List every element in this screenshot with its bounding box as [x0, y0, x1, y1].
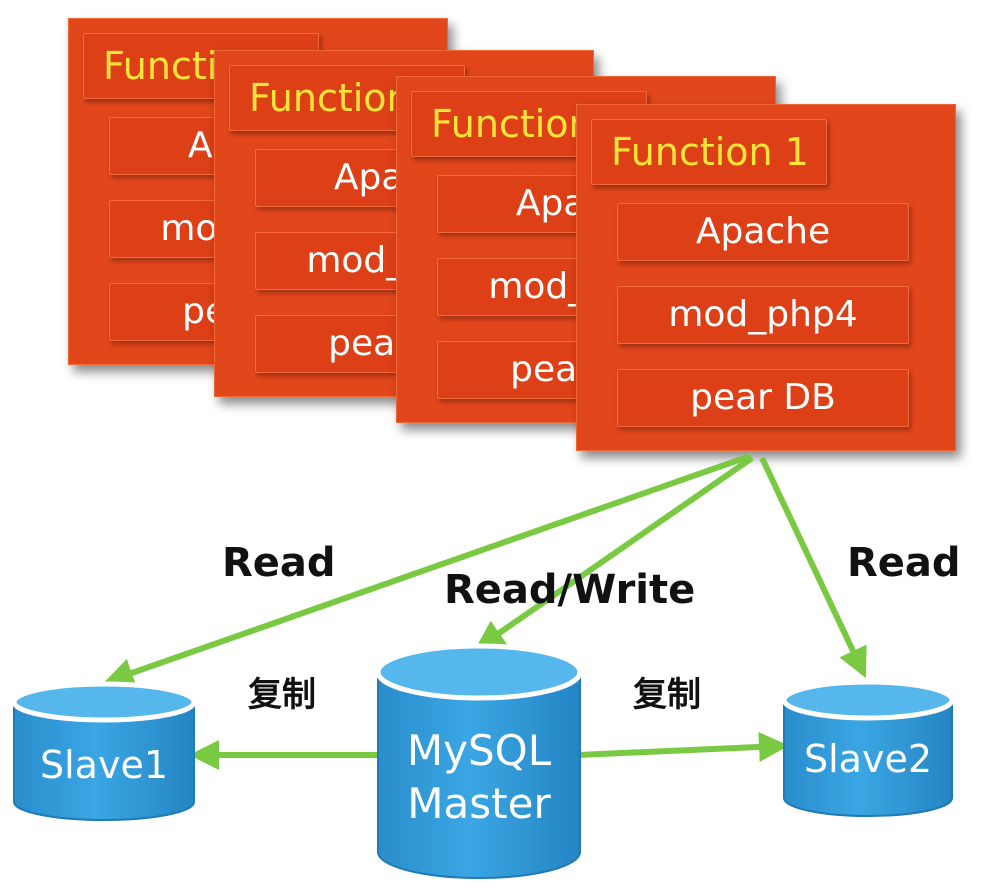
master-label-line2: Master — [407, 779, 551, 828]
function-card-item-apache: Apache — [617, 203, 909, 261]
arrow-replicate-slave2 — [577, 731, 789, 762]
function-card-item-mod-php4: mod_php4 — [617, 286, 909, 344]
function-card-1: Function 1 Apache mod_php4 pear DB — [576, 104, 956, 451]
arrow-read-slave1 — [103, 453, 751, 688]
database-slave2: Slave2 — [781, 679, 955, 817]
label-read-write: Read/Write — [444, 567, 695, 613]
label-read-right: Read — [847, 540, 961, 586]
master-label-line1: MySQL — [407, 726, 552, 775]
arrow-read-slave2 — [759, 456, 867, 679]
slave1-label: Slave1 — [40, 743, 168, 787]
database-slave1: Slave1 — [11, 681, 197, 821]
label-replicate-right: 复制 — [633, 675, 701, 715]
label-read-left: Read — [222, 540, 336, 586]
arrow-read-write-master — [474, 455, 754, 651]
function-card-title: Function 1 — [591, 119, 827, 185]
function-card-item-pear-db: pear DB — [617, 369, 909, 427]
label-replicate-left: 复制 — [248, 675, 316, 715]
database-mysql-master: MySQL Master — [375, 643, 583, 879]
slave2-label: Slave2 — [804, 737, 932, 781]
